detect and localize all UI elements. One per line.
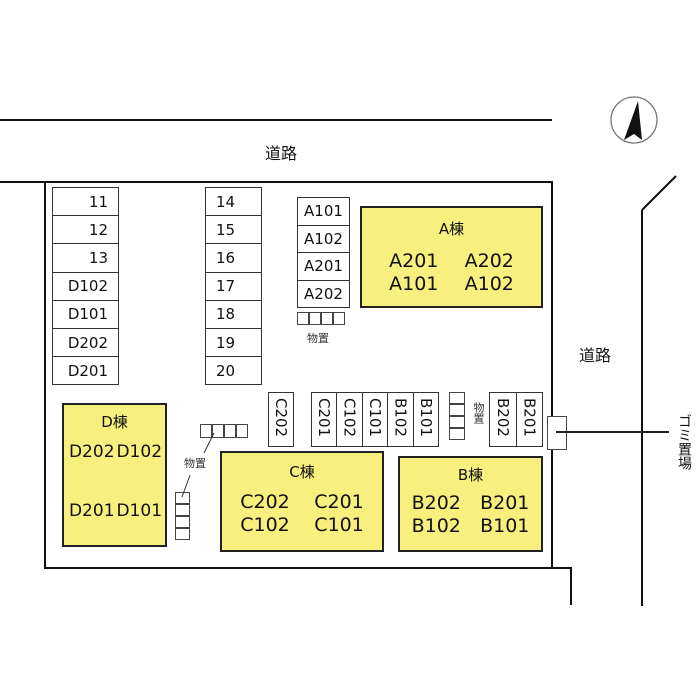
unit-label: B101 [480,515,530,537]
parking-stall: D202 [52,328,119,358]
unit-label: B202 [411,492,461,514]
unit-label: A102 [464,273,514,295]
parking-stall: 16 [205,243,262,273]
storage-d-horizontal [200,424,248,438]
unit-label: D202 [68,442,115,462]
parking-stall-label: B102 [391,398,410,437]
right-road-edge [641,210,643,606]
parking-stall: 18 [205,299,262,329]
parking-stall-label: D201 [67,361,108,380]
parking-stall: A102 [297,224,350,253]
parking-stall-label: 14 [216,192,236,211]
site-boundary-right [551,181,553,569]
parking-stall: A101 [297,197,350,226]
parking-stall: 17 [205,271,262,301]
parking-stall: B201 [515,392,543,447]
parking-stall-label: A102 [304,229,343,248]
unit-label: C202 [240,491,290,513]
unit-label: D101 [116,501,163,521]
parking-stall: C202 [268,392,294,447]
unit-label: D102 [116,442,163,462]
storage-a [297,312,345,325]
unit-label: D201 [68,501,115,521]
parking-stall-label: 12 [88,220,108,239]
site-boundary-top [0,181,553,183]
parking-stall: 14 [205,187,262,217]
parking-stall: 20 [205,356,262,386]
parking-stall: C101 [361,392,389,447]
parking-stall: C102 [336,392,363,447]
garbage-leader-line [556,431,669,433]
parking-stall-label: A202 [304,284,343,303]
storage-b [449,392,465,440]
building-a: A棟 A201 A202 A101 A102 [360,206,543,308]
parking-stall-label: C202 [272,398,290,438]
unit-label: A101 [389,273,439,295]
parking-stall: 15 [205,215,262,245]
top-road-edge [0,119,552,121]
parking-stall: D201 [52,356,119,386]
parking-stall: A202 [297,279,350,308]
site-boundary-left [44,181,46,569]
parking-stall-label: 13 [88,248,108,267]
unit-label: B201 [480,492,530,514]
garbage-label: ゴミ置場 [676,414,692,470]
building-b-title: B棟 [457,466,484,484]
parking-stall-label: 20 [216,361,236,380]
parking-stall-label: B202 [493,398,512,437]
parking-stall-label: D202 [67,333,108,352]
unit-label: A202 [464,250,514,272]
parking-stall-label: 17 [216,277,236,296]
parking-stall-label: 18 [216,305,236,324]
north-arrow-icon [610,96,658,144]
parking-stall: 11 [52,187,119,217]
parking-stall-label: A201 [304,257,343,276]
right-road-label: 道路 [579,346,612,365]
site-boundary-bottom [44,567,572,569]
storage-b-label: 物置 [472,402,485,424]
building-c: C棟 C202 C201 C102 C101 [220,451,384,552]
building-d-title: D棟 [101,413,128,431]
building-a-title: A棟 [438,220,465,238]
storage-d-vertical [175,492,190,540]
unit-label: C102 [240,514,290,536]
parking-stall: B202 [489,392,517,447]
parking-stall-label: A101 [304,202,343,221]
top-road-label: 道路 [265,144,298,163]
right-road-corner [641,175,677,211]
parking-stall-label: B201 [520,398,539,437]
garbage-area [547,416,567,450]
unit-label: B102 [411,515,461,537]
storage-d-label: 物置 [184,457,206,470]
storage-a-label: 物置 [307,332,329,345]
parking-stall: D102 [52,271,119,301]
parking-stall-label: 19 [216,333,236,352]
parking-stall-label: 15 [216,220,236,239]
storage-d-leaders [181,432,215,498]
site-boundary-bottom-right [570,567,572,605]
building-d: D棟 D202 D102 D201 D101 [62,403,167,547]
parking-stall: A201 [297,252,350,281]
unit-label: C101 [314,514,364,536]
parking-stall: 19 [205,328,262,358]
parking-stall: 12 [52,215,119,245]
parking-stall-label: C102 [340,398,359,438]
unit-label: A201 [389,250,439,272]
building-b: B棟 B202 B201 B102 B101 [398,456,543,552]
parking-stall-label: D101 [67,305,108,324]
parking-stall: C201 [311,392,338,447]
building-c-title: C棟 [289,463,315,481]
parking-stall-label: 11 [88,192,108,211]
parking-stall-label: D102 [67,277,108,296]
parking-stall: 13 [52,243,119,273]
parking-stall: B102 [387,392,414,447]
parking-stall-label: 16 [216,248,236,267]
parking-stall-label: C201 [315,398,334,438]
parking-stall: D101 [52,299,119,329]
unit-label: C201 [314,491,364,513]
parking-stall-label: B101 [416,398,435,437]
parking-stall: B101 [412,392,439,447]
parking-stall-label: C101 [365,398,384,438]
